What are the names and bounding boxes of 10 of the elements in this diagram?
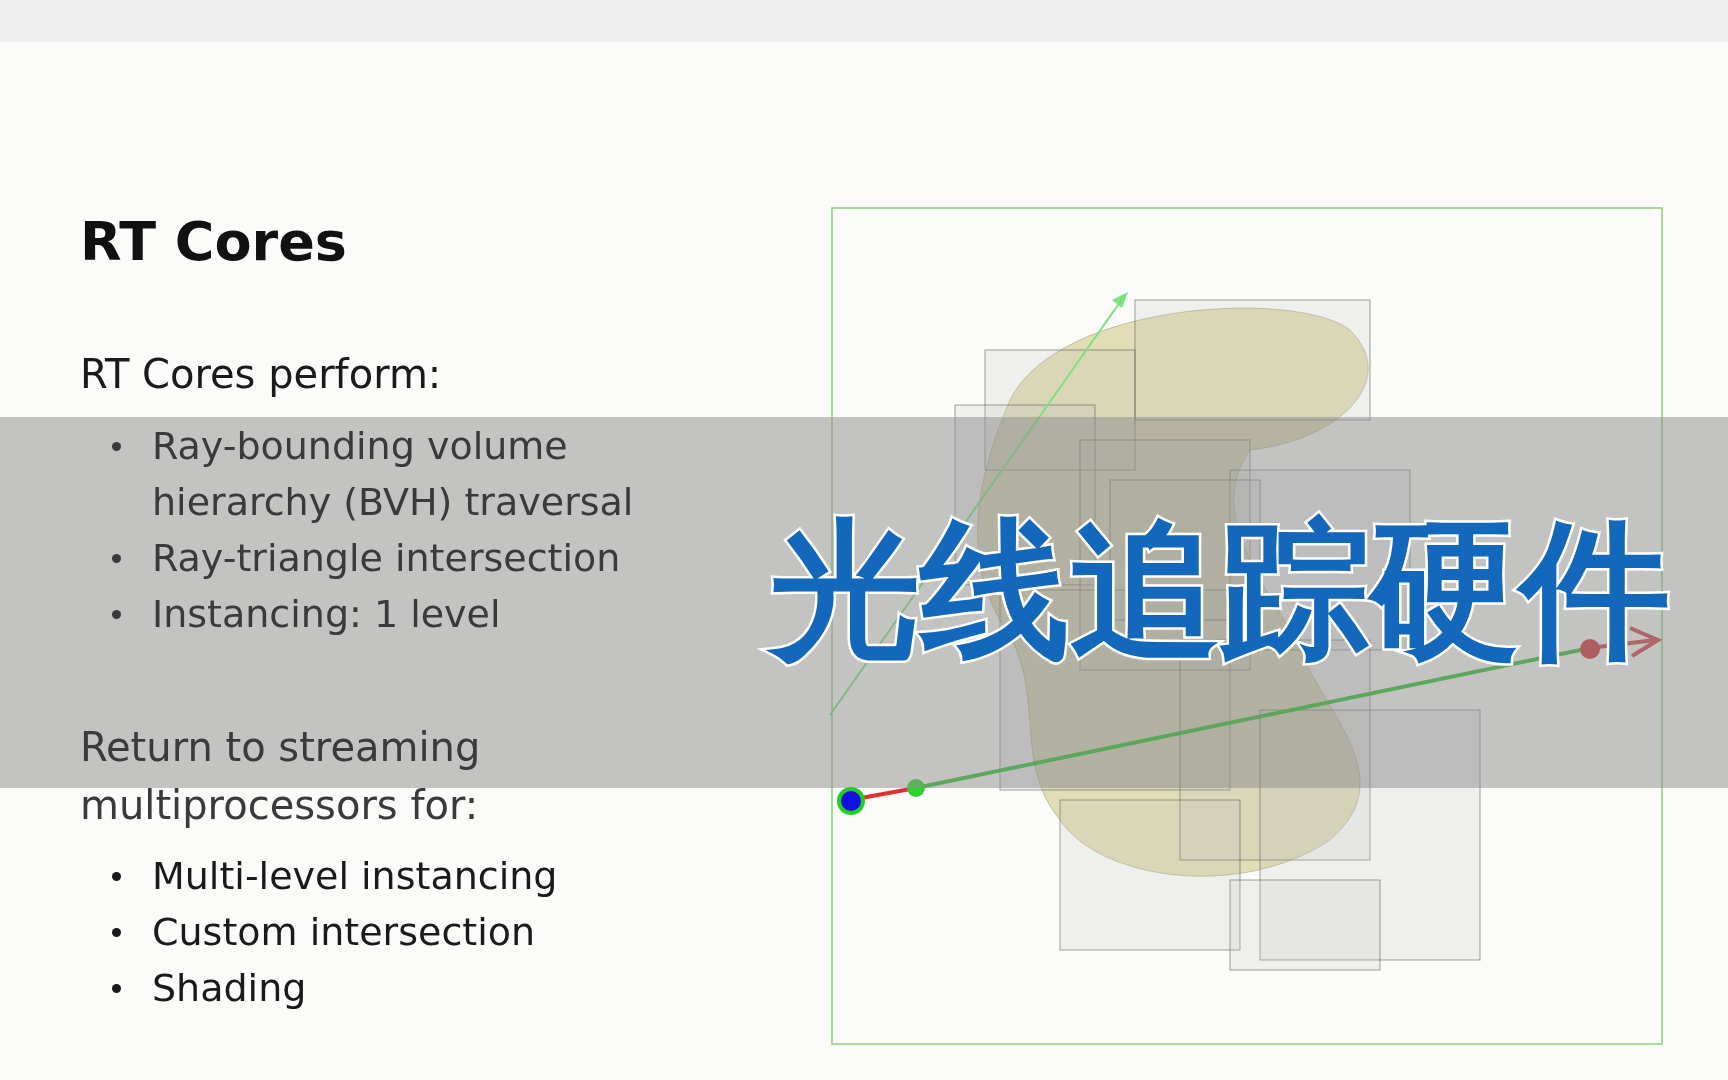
section-heading: RT Cores perform: bbox=[80, 350, 443, 399]
bullet-item: Custom intersection bbox=[152, 904, 712, 960]
bullet-item: Multi-level instancing bbox=[152, 848, 712, 904]
bullet-item: Ray-bounding volume hierarchy (BVH) traversal bbox=[152, 418, 712, 530]
banner-title: 光线追踪硬件 bbox=[720, 500, 1720, 680]
bullet-item: Instancing: 1 level bbox=[152, 586, 712, 642]
slide-title: RT Cores bbox=[80, 210, 347, 273]
bullet-item: Ray-triangle intersection bbox=[152, 530, 712, 586]
section-heading: Return to streaming multiprocessors for: bbox=[80, 723, 482, 830]
bullet-item: Shading bbox=[152, 960, 712, 1016]
